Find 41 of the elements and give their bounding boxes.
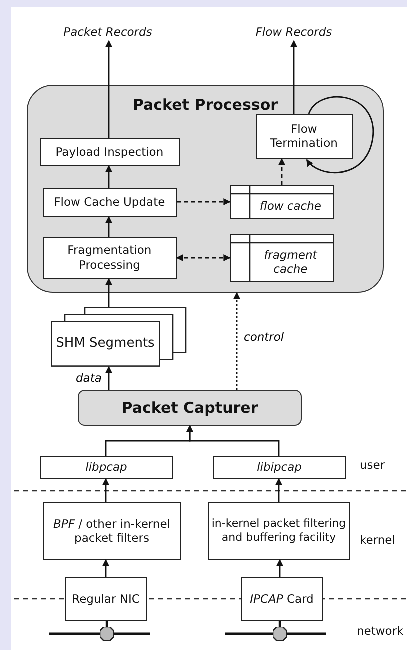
arrow xyxy=(290,40,298,114)
process-box: Fragmentation Processing xyxy=(42,236,177,279)
process-box: libipcap xyxy=(213,456,346,479)
edge-label: control xyxy=(243,330,286,344)
output-label: Flow Records xyxy=(236,23,352,41)
arrow xyxy=(106,278,112,307)
process-box: Payload Inspection xyxy=(40,138,180,166)
arrow xyxy=(176,254,231,262)
network-connector-icon xyxy=(273,627,287,641)
layer-label: user xyxy=(360,458,386,472)
output-label: Packet Records xyxy=(50,23,166,41)
arrow xyxy=(306,96,374,174)
connector-line xyxy=(278,621,282,627)
process-box: Flow Cache Update xyxy=(42,188,177,217)
arrow xyxy=(106,216,112,237)
cache-table: flow cache xyxy=(230,184,334,219)
layer-label: kernel xyxy=(360,533,396,547)
arrow xyxy=(102,478,110,502)
arrow xyxy=(106,165,112,188)
process-box: Regular NIC xyxy=(65,577,147,621)
process-box: libpcap xyxy=(40,456,173,479)
process-box: IPCAP Card xyxy=(241,577,323,621)
arrow xyxy=(186,425,280,456)
network-connector-icon xyxy=(100,627,114,641)
arrow xyxy=(177,198,231,206)
arrow xyxy=(106,366,112,390)
process-box: in-kernel packet filtering and buffering facility xyxy=(208,502,350,560)
edge-label: data xyxy=(75,371,103,385)
arrow xyxy=(102,559,110,577)
layer-label: network xyxy=(357,624,404,638)
cache-table: fragment cache xyxy=(230,234,334,282)
arrow xyxy=(276,478,282,502)
process-box: Flow Termination xyxy=(256,114,353,159)
processor-panel: Packet Processor Payload Inspection Flow Termination Flow Cache Update flow cache Fragmentation Processing fragment cache xyxy=(27,85,384,293)
arrow xyxy=(276,559,284,577)
arrow xyxy=(234,292,240,390)
arrow xyxy=(106,40,112,138)
capturer-box: Packet Capturer xyxy=(78,390,302,426)
arrow xyxy=(278,158,286,185)
connector-line xyxy=(106,621,108,627)
process-box: BPF / other in-kernel packet filters xyxy=(43,502,181,560)
